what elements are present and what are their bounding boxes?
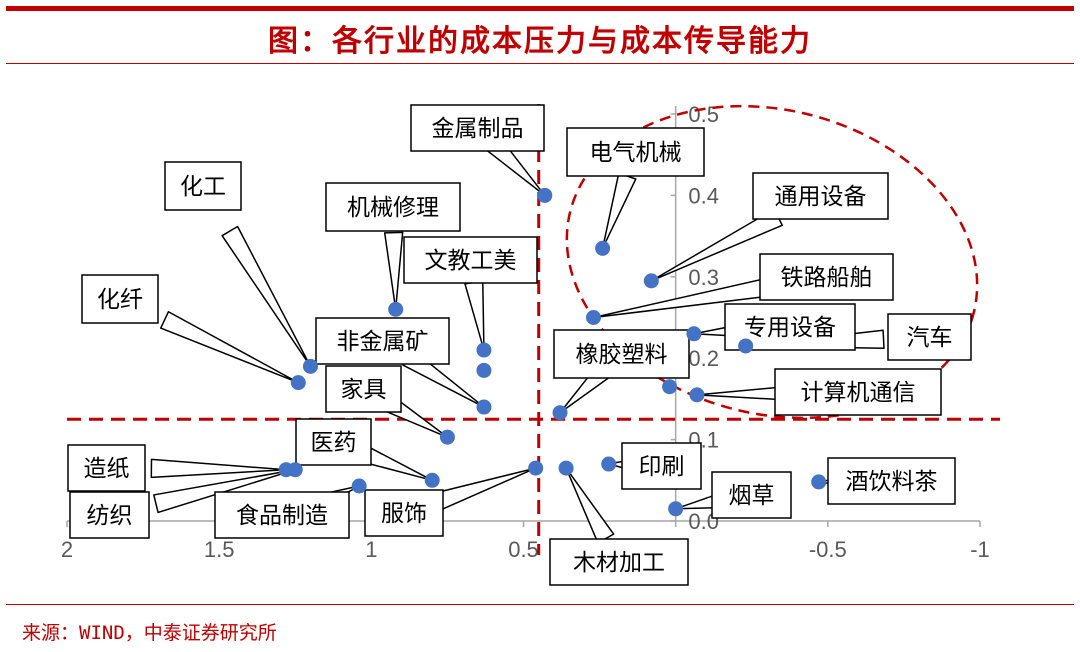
footer-divider <box>6 604 1074 605</box>
title-divider <box>6 63 1074 64</box>
data-point <box>287 462 303 478</box>
x-tick-label: -1 <box>970 537 990 562</box>
callout-pointer <box>160 311 300 384</box>
callout-box <box>364 489 444 537</box>
data-point <box>585 310 601 325</box>
y-tick-label: 0.3 <box>688 265 719 290</box>
data-label: 机械修理 <box>347 195 439 221</box>
data-point <box>302 358 318 374</box>
y-tick-label: 0.2 <box>688 346 719 371</box>
data-label: 烟草 <box>729 483 775 509</box>
callout-box <box>295 418 372 466</box>
data-label: 家具 <box>341 377 387 403</box>
title-top-bar <box>6 6 1074 11</box>
data-point <box>424 472 440 488</box>
data-label: 木材加工 <box>573 550 665 576</box>
data-point <box>558 460 574 476</box>
callout-box <box>325 365 402 413</box>
data-point <box>668 501 684 517</box>
callout-box <box>325 182 461 232</box>
x-tick-label: 2 <box>61 537 73 562</box>
y-tick-label: 0.4 <box>688 183 719 208</box>
data-point <box>388 301 404 317</box>
data-label: 金属制品 <box>432 116 524 142</box>
data-point <box>689 387 705 403</box>
data-point <box>476 342 492 358</box>
callout-box <box>164 161 242 211</box>
callout-box <box>553 329 690 379</box>
data-label: 文教工美 <box>425 248 517 274</box>
chart-title: 图：各行业的成本压力与成本传导能力 <box>268 24 812 59</box>
callout-box <box>752 172 889 220</box>
callout-pointer <box>383 231 404 311</box>
data-label: 造纸 <box>84 456 130 482</box>
data-point <box>476 362 492 378</box>
callout-box <box>67 444 146 492</box>
data-point <box>439 429 455 445</box>
data-point <box>552 405 568 421</box>
callout-pointer <box>153 468 296 514</box>
data-label: 酒饮料茶 <box>846 469 938 495</box>
data-point <box>601 456 617 472</box>
data-point <box>662 379 678 395</box>
callout-box <box>549 538 689 586</box>
x-tick-label: 1.5 <box>204 537 235 562</box>
callout-box <box>759 253 894 301</box>
data-point <box>351 478 367 494</box>
data-label: 橡胶塑料 <box>576 342 668 368</box>
callout-box <box>774 368 942 416</box>
callout-box <box>410 104 545 152</box>
callout-box <box>711 471 792 519</box>
callout-pointer <box>601 172 637 250</box>
y-tick-label: 0.5 <box>688 102 719 127</box>
data-label: 食品制造 <box>236 503 328 529</box>
callout-box <box>887 313 972 361</box>
callout-box <box>403 236 538 284</box>
callout-box <box>315 317 450 365</box>
callout-box <box>69 491 150 539</box>
callout-box <box>81 274 159 324</box>
data-label: 铁路船舶 <box>781 265 873 291</box>
highlight-ellipse <box>565 104 979 420</box>
data-label: 纺织 <box>87 503 133 529</box>
x-tick-label: 0.5 <box>508 537 539 562</box>
callout-box <box>827 457 956 505</box>
data-label: 非金属矿 <box>337 329 429 355</box>
data-label: 化纤 <box>97 287 143 313</box>
callout-box <box>621 442 702 490</box>
data-point <box>595 240 611 256</box>
data-point <box>643 273 659 289</box>
data-label: 电气机械 <box>590 140 682 166</box>
data-label: 服饰 <box>381 501 427 527</box>
x-tick-label: -0.5 <box>809 537 847 562</box>
data-label: 专用设备 <box>744 315 836 341</box>
x-tick-label: 1 <box>365 537 377 562</box>
callout-box <box>566 127 705 177</box>
data-label: 汽车 <box>907 325 953 351</box>
callout-pointer <box>433 467 537 512</box>
data-point <box>290 375 306 391</box>
callout-pointer <box>221 225 312 368</box>
data-point <box>686 326 702 342</box>
data-label: 通用设备 <box>775 184 867 210</box>
data-label: 计算机通信 <box>801 380 916 406</box>
callout-pointer <box>150 458 287 479</box>
callout-pointer <box>464 280 485 351</box>
data-point <box>537 187 553 203</box>
data-point <box>811 474 827 490</box>
data-label: 印刷 <box>639 454 685 480</box>
callout-pointer <box>565 467 615 544</box>
data-point <box>738 338 754 354</box>
data-label: 化工 <box>180 174 226 200</box>
data-point <box>476 399 492 415</box>
data-point <box>528 460 544 476</box>
callout-box <box>214 491 350 539</box>
source-note: 来源：WIND，中泰证券研究所 <box>22 622 277 644</box>
data-label: 医药 <box>311 430 357 456</box>
